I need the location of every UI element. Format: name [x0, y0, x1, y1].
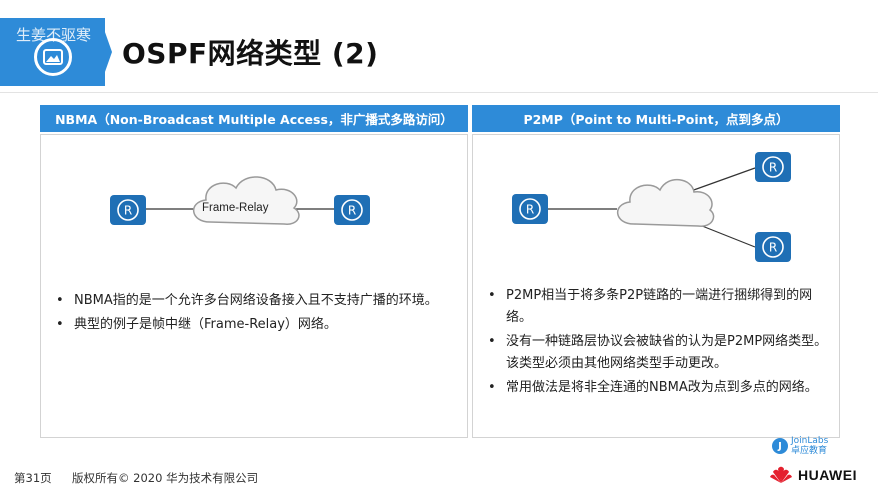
joinlabs-logo: J JoinLabs 卓应教育 — [772, 436, 828, 456]
copyright-text: 版权所有© 2020 华为技术有限公司 — [72, 471, 259, 485]
list-item: P2MP相当于将多条P2P链路的一端进行捆绑得到的网络。 — [484, 285, 829, 329]
svg-text:R: R — [124, 204, 132, 218]
cloud-label: Frame-Relay — [202, 202, 269, 214]
p2mp-panel-heading: P2MP（Point to Multi-Point，点到多点） — [472, 105, 840, 132]
list-item: 没有一种链路层协议会被缺省的认为是P2MP网络类型。该类型必须由其他网络类型手动… — [484, 331, 829, 375]
header-chevron — [100, 18, 112, 86]
list-item: 常用做法是将非全连通的NBMA改为点到多点的网络。 — [484, 377, 829, 399]
list-item: NBMA指的是一个允许多台网络设备接入且不支持广播的环境。 — [52, 290, 452, 312]
nbma-diagram — [146, 176, 335, 225]
nbma-panel-heading: NBMA（Non-Broadcast Multiple Access，非广播式多… — [40, 105, 468, 132]
p2mp-bullet-list: P2MP相当于将多条P2P链路的一端进行捆绑得到的网络。 没有一种链路层协议会被… — [484, 285, 829, 401]
p2mp-diagram — [538, 167, 756, 248]
router-icon: R — [755, 152, 791, 182]
router-icon: R — [334, 195, 370, 225]
joinlabs-icon: J — [772, 438, 788, 454]
image-icon — [34, 38, 72, 76]
cloud-icon — [193, 176, 300, 225]
huawei-flower-icon — [770, 466, 792, 483]
svg-text:R: R — [348, 204, 356, 218]
divider — [0, 92, 878, 93]
cloud-icon — [617, 179, 715, 227]
router-icon: R — [755, 232, 791, 262]
svg-text:R: R — [769, 241, 777, 255]
router-icon: R — [110, 195, 146, 225]
svg-text:R: R — [526, 203, 534, 217]
brand-text: HUAWEI — [798, 467, 857, 483]
nbma-bullet-list: NBMA指的是一个允许多台网络设备接入且不支持广播的环境。 典型的例子是帧中继（… — [52, 290, 452, 338]
huawei-logo: HUAWEI — [770, 466, 857, 484]
joinlabs-subtitle: 卓应教育 — [791, 446, 828, 456]
joinlabs-name: JoinLabs — [791, 436, 829, 446]
list-item: 典型的例子是帧中继（Frame-Relay）网络。 — [52, 314, 452, 336]
page-number: 第31页 — [14, 471, 52, 485]
svg-text:R: R — [769, 161, 777, 175]
page-title: OSPF网络类型 (2) — [122, 37, 379, 70]
watermark-text: 生姜不驱寒 — [16, 26, 92, 44]
router-icon: R — [512, 194, 548, 224]
